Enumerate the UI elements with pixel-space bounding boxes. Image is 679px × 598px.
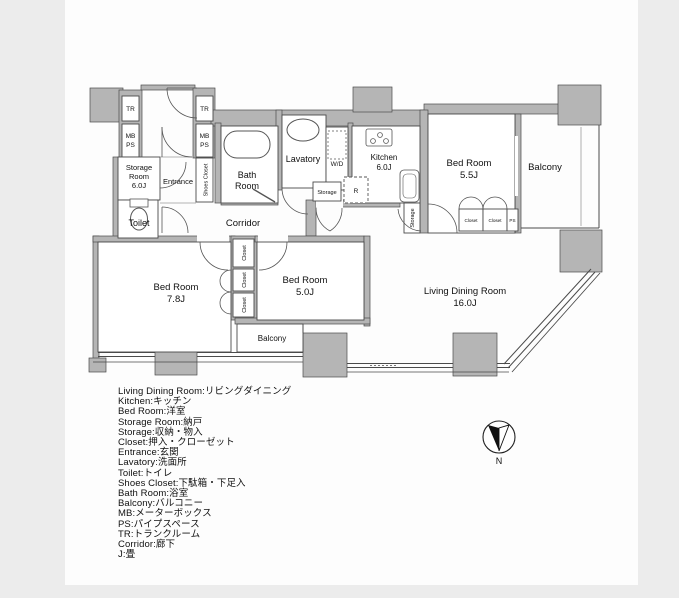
- legend-item: Storage:収納・物入: [118, 426, 203, 438]
- compass-north-label: N: [496, 456, 503, 466]
- compass-icon: N: [482, 420, 516, 466]
- bed-room-78-label: Bed Room: [154, 282, 199, 293]
- bed-room-78-size: 7.8J: [167, 294, 185, 305]
- legend-item: J:畳: [118, 549, 136, 561]
- closet-col-2-label: Closet: [242, 272, 248, 288]
- living-dining-label: Living Dining Room: [424, 286, 506, 297]
- legend-item: Kitchen:キッチン: [118, 396, 192, 408]
- svg-text:Room: Room: [235, 181, 259, 191]
- door-arcs: [159, 87, 508, 315]
- legend-item: PS:パイプスペース: [118, 518, 200, 530]
- mb-label-1: MB: [126, 133, 136, 140]
- closet-b-label: Closet: [488, 218, 502, 223]
- bed-room-55-label: Bed Room: [447, 158, 492, 169]
- toilet-label: Toilet: [128, 218, 150, 228]
- balcony-bottom-label: Balcony: [258, 334, 286, 343]
- bed-room-55-size: 5.5J: [460, 170, 478, 181]
- corridor-label: Corridor: [226, 218, 260, 229]
- legend-item: Entrance:玄関: [118, 447, 179, 459]
- ps-label-1: PS: [126, 142, 135, 149]
- legend-item: Toilet:トイレ: [118, 467, 173, 479]
- living-dining-size: 16.0J: [453, 298, 476, 309]
- toilet-bowl-icon: [130, 207, 148, 231]
- legend-item: Balcony:バルコニー: [118, 498, 204, 510]
- legend-item: TR:トランクルーム: [118, 528, 201, 540]
- closet-col-3-label: Closet: [242, 297, 248, 313]
- room-labels: TR MB PS TR MB PS Storage Room 6.0J Entr…: [126, 106, 563, 343]
- tr-label-2: TR: [200, 106, 209, 113]
- bath-door: [252, 188, 276, 203]
- door-openings: [197, 199, 343, 243]
- legend-item: Corridor:廊下: [118, 539, 176, 551]
- legend: Living Dining Room:リビングダイニング Kitchen:キッチ…: [118, 386, 292, 561]
- rooms: [97, 95, 519, 353]
- bed-room-50-size: 5.0J: [296, 287, 314, 298]
- legend-item: Bath Room:浴室: [118, 488, 189, 500]
- closet-col-1-label: Closet: [242, 245, 248, 261]
- lavatory-label: Lavatory: [286, 154, 321, 164]
- ps-small-label: PS: [509, 218, 515, 223]
- tr-label-1: TR: [126, 106, 135, 113]
- wd-label: W/D: [331, 161, 344, 168]
- entrance-label: Entrance: [163, 177, 193, 186]
- closet-a-label: Closet: [464, 218, 478, 223]
- bathtub-icon: [223, 130, 271, 159]
- toilet-tank-icon: [129, 198, 149, 208]
- storage-room-label: Storage: [126, 163, 152, 172]
- sink-icon: [286, 118, 320, 142]
- shoes-closet-label: Shoes Closet: [204, 163, 210, 196]
- legend-item: Lavatory:洗面所: [118, 457, 187, 469]
- legend-item: Storage Room:納戸: [118, 416, 203, 428]
- mb-label-2: MB: [200, 133, 210, 140]
- legend-item: Bed Room:洋室: [118, 406, 186, 418]
- legend-item: Closet:押入・クローゼット: [118, 437, 235, 449]
- svg-text:Room: Room: [129, 172, 149, 181]
- washer-icon: [327, 130, 347, 160]
- refrigerator-space: [343, 176, 369, 204]
- balcony-right-label: Balcony: [528, 162, 562, 173]
- refrigerator-label: R: [354, 188, 359, 195]
- legend-item: MB:メーターボックス: [118, 508, 212, 520]
- kitchen-label: Kitchen: [371, 153, 398, 162]
- ps-label-2: PS: [200, 142, 209, 149]
- storage-vertical-label: Storage: [410, 208, 416, 227]
- legend-item: Living Dining Room:リビングダイニング: [118, 386, 292, 397]
- window-lines: [93, 125, 601, 373]
- storage-small-label: Storage: [317, 190, 336, 196]
- fixtures: [129, 118, 420, 231]
- bath-room-label: Bath: [238, 170, 257, 180]
- bed-room-50-label: Bed Room: [283, 275, 328, 286]
- storage-room-size: 6.0J: [132, 181, 146, 190]
- kitchen-size: 6.0J: [376, 163, 391, 172]
- legend-item: Shoes Closet:下駄箱・下足入: [118, 477, 246, 489]
